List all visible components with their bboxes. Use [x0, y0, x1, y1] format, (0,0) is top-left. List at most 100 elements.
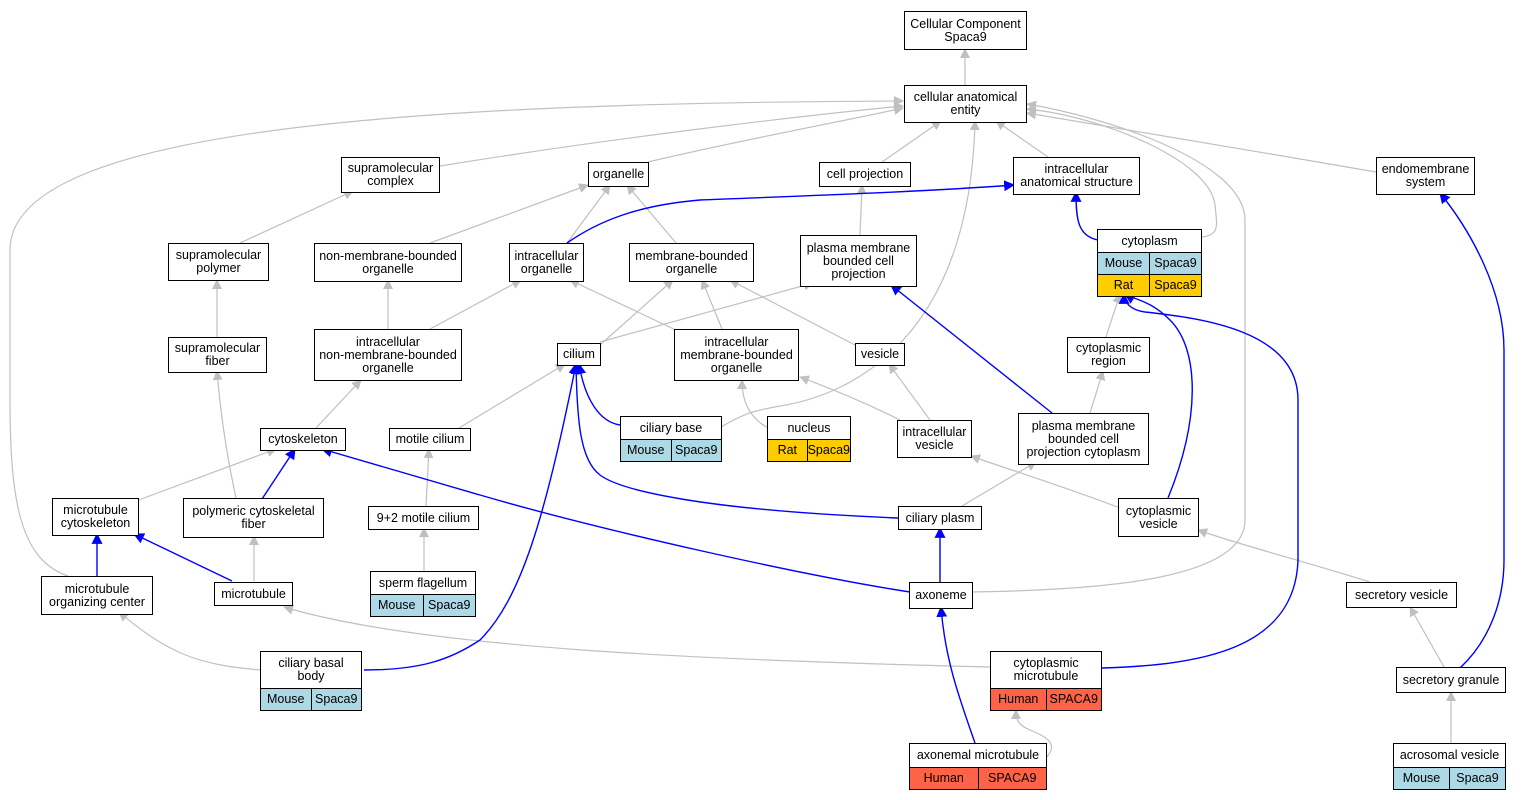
- edge-inmbo-intorg: [429, 279, 522, 330]
- edge-ciliarybase-cae: [720, 120, 980, 428]
- edge-intvesicle-imbo: [799, 375, 901, 421]
- node-vesicle[interactable]: vesicle: [855, 343, 905, 366]
- node-label: intracellular membrane-bounded organelle: [680, 334, 793, 375]
- edge-axonemalmt-axoneme: [936, 605, 976, 744]
- edge-ciliaryplasm-pmbcpc: [961, 461, 1037, 507]
- edge-polycytofiber-supfiber: [212, 370, 237, 499]
- edge-secgranule-secvesicle: [1409, 606, 1445, 668]
- node-polycytofiber[interactable]: polymeric cytoskeletal fiber: [183, 498, 324, 538]
- node-label: microtubule: [221, 586, 286, 601]
- edge-motilecilium-cilium: [458, 363, 566, 429]
- annotation-species: Rat: [768, 440, 807, 461]
- node-suppoly[interactable]: supramolecular polymer: [168, 243, 269, 281]
- edge-axoneme-cae: [971, 100, 1246, 593]
- node-microtubule[interactable]: microtubule: [214, 582, 293, 606]
- node-axoneme[interactable]: axoneme: [909, 582, 973, 609]
- node-inmbo[interactable]: intracellular non-membrane-bounded organ…: [314, 329, 462, 381]
- node-label: axoneme: [915, 588, 967, 602]
- edge-endomem-cae: [1026, 109, 1377, 173]
- node-intorg[interactable]: intracellular organelle: [509, 243, 584, 282]
- annotation-species: Rat: [1098, 275, 1149, 296]
- edge-axonemalmt-cytomt: [1011, 709, 1053, 759]
- node-cellproj[interactable]: cell projection: [819, 162, 911, 187]
- node-intvesicle[interactable]: intracellular vesicle: [897, 420, 972, 458]
- node-label: acrosomal vesicle: [1399, 748, 1500, 762]
- annotation-gene: Spaca9: [1149, 275, 1201, 296]
- node-label: supramolecular fiber: [174, 341, 261, 368]
- node-organelle[interactable]: organelle: [588, 162, 649, 187]
- edge-supcomplex-cae: [439, 101, 904, 167]
- node-secgranule[interactable]: secretory granule: [1396, 667, 1506, 693]
- edge-suppoly-supcomplex: [239, 190, 354, 244]
- annotation-species: Human: [910, 768, 978, 789]
- node-cytoskeleton[interactable]: cytoskeleton: [260, 428, 346, 451]
- node-motilecilium[interactable]: motile cilium: [389, 428, 471, 451]
- node-ciliaryplasm[interactable]: ciliary plasm: [898, 506, 982, 530]
- node-label: vesicle: [860, 347, 900, 361]
- annotation-species: Mouse: [621, 440, 671, 461]
- annotation-gene: SPACA9: [1045, 689, 1101, 710]
- node-label: cytoplasmic region: [1075, 341, 1142, 368]
- node-endomem[interactable]: endomembrane system: [1376, 157, 1475, 195]
- edge-cellproj-cae: [881, 120, 942, 163]
- node-label: 9+2 motile cilium: [376, 510, 471, 525]
- annotation-gene: Spaca9: [806, 440, 850, 461]
- node-label: intracellular anatomical structure: [1020, 162, 1133, 189]
- edge-polycytofiber-cytoskeleton: [261, 448, 296, 500]
- node-label: microtubule organizing center: [49, 581, 145, 609]
- node-supcomplex[interactable]: supramolecular complex: [341, 157, 440, 193]
- node-label: ciliary plasm: [905, 510, 975, 525]
- annotation-gene: Spaca9: [1149, 253, 1201, 274]
- node-label: plasma membrane bounded cell projection …: [1026, 418, 1141, 459]
- node-label: cilium: [563, 347, 595, 361]
- edge-ias-cae: [995, 120, 1049, 158]
- node-pmbcp[interactable]: plasma membrane bounded cell projection: [800, 235, 917, 287]
- annotation-gene: Spaca9: [310, 689, 361, 710]
- node-secvesicle[interactable]: secretory vesicle: [1346, 582, 1457, 608]
- node-label: Cellular Component Spaca9: [910, 16, 1021, 44]
- node-cilium[interactable]: cilium: [557, 343, 601, 366]
- node-label: cellular anatomical entity: [913, 90, 1018, 117]
- edge-nmbo-organelle: [429, 183, 589, 244]
- annotation-gene: Spaca9: [422, 595, 475, 616]
- edge-cytomt-microtubule: [283, 604, 991, 668]
- edge-pmbcp-cellproj: [856, 184, 867, 236]
- node-pmbcpc[interactable]: plasma membrane bounded cell projection …: [1018, 413, 1149, 465]
- node-root[interactable]: Cellular Component Spaca9: [904, 11, 1027, 50]
- node-mbo[interactable]: membrane-bounded organelle: [629, 243, 754, 282]
- node-nmbo[interactable]: non-membrane-bounded organelle: [314, 243, 462, 282]
- node-supfiber[interactable]: supramolecular fiber: [168, 337, 267, 373]
- node-mtoc[interactable]: microtubule organizing center: [41, 576, 153, 615]
- edge-intorg-organelle: [566, 184, 611, 244]
- node-cytoregion[interactable]: cytoplasmic region: [1067, 337, 1150, 373]
- node-ninetwo[interactable]: 9+2 motile cilium: [368, 506, 479, 530]
- edge-cytovesicle-cytoplasm: [1124, 293, 1193, 499]
- node-cytovesicle[interactable]: cytoplasmic vesicle: [1118, 498, 1199, 537]
- node-ias[interactable]: intracellular anatomical structure: [1013, 157, 1140, 195]
- node-imbo[interactable]: intracellular membrane-bounded organelle: [674, 329, 799, 381]
- node-label: plasma membrane bounded cell projection: [806, 240, 911, 281]
- edge-intvesicle-vesicle: [888, 363, 931, 421]
- edge-mtoc-cae: [9, 96, 904, 577]
- edge-secgranule-endomem: [1439, 192, 1505, 669]
- node-cae[interactable]: cellular anatomical entity: [904, 85, 1027, 123]
- node-mtcytoskel[interactable]: microtubule cytoskeleton: [52, 498, 139, 536]
- node-label: secretory vesicle: [1354, 587, 1449, 602]
- annotation-gene: Spaca9: [1449, 768, 1505, 789]
- edge-organelle-cae: [647, 105, 904, 163]
- node-label: endomembrane system: [1381, 162, 1470, 189]
- edge-pmbcpc-cytoregion: [1089, 370, 1106, 414]
